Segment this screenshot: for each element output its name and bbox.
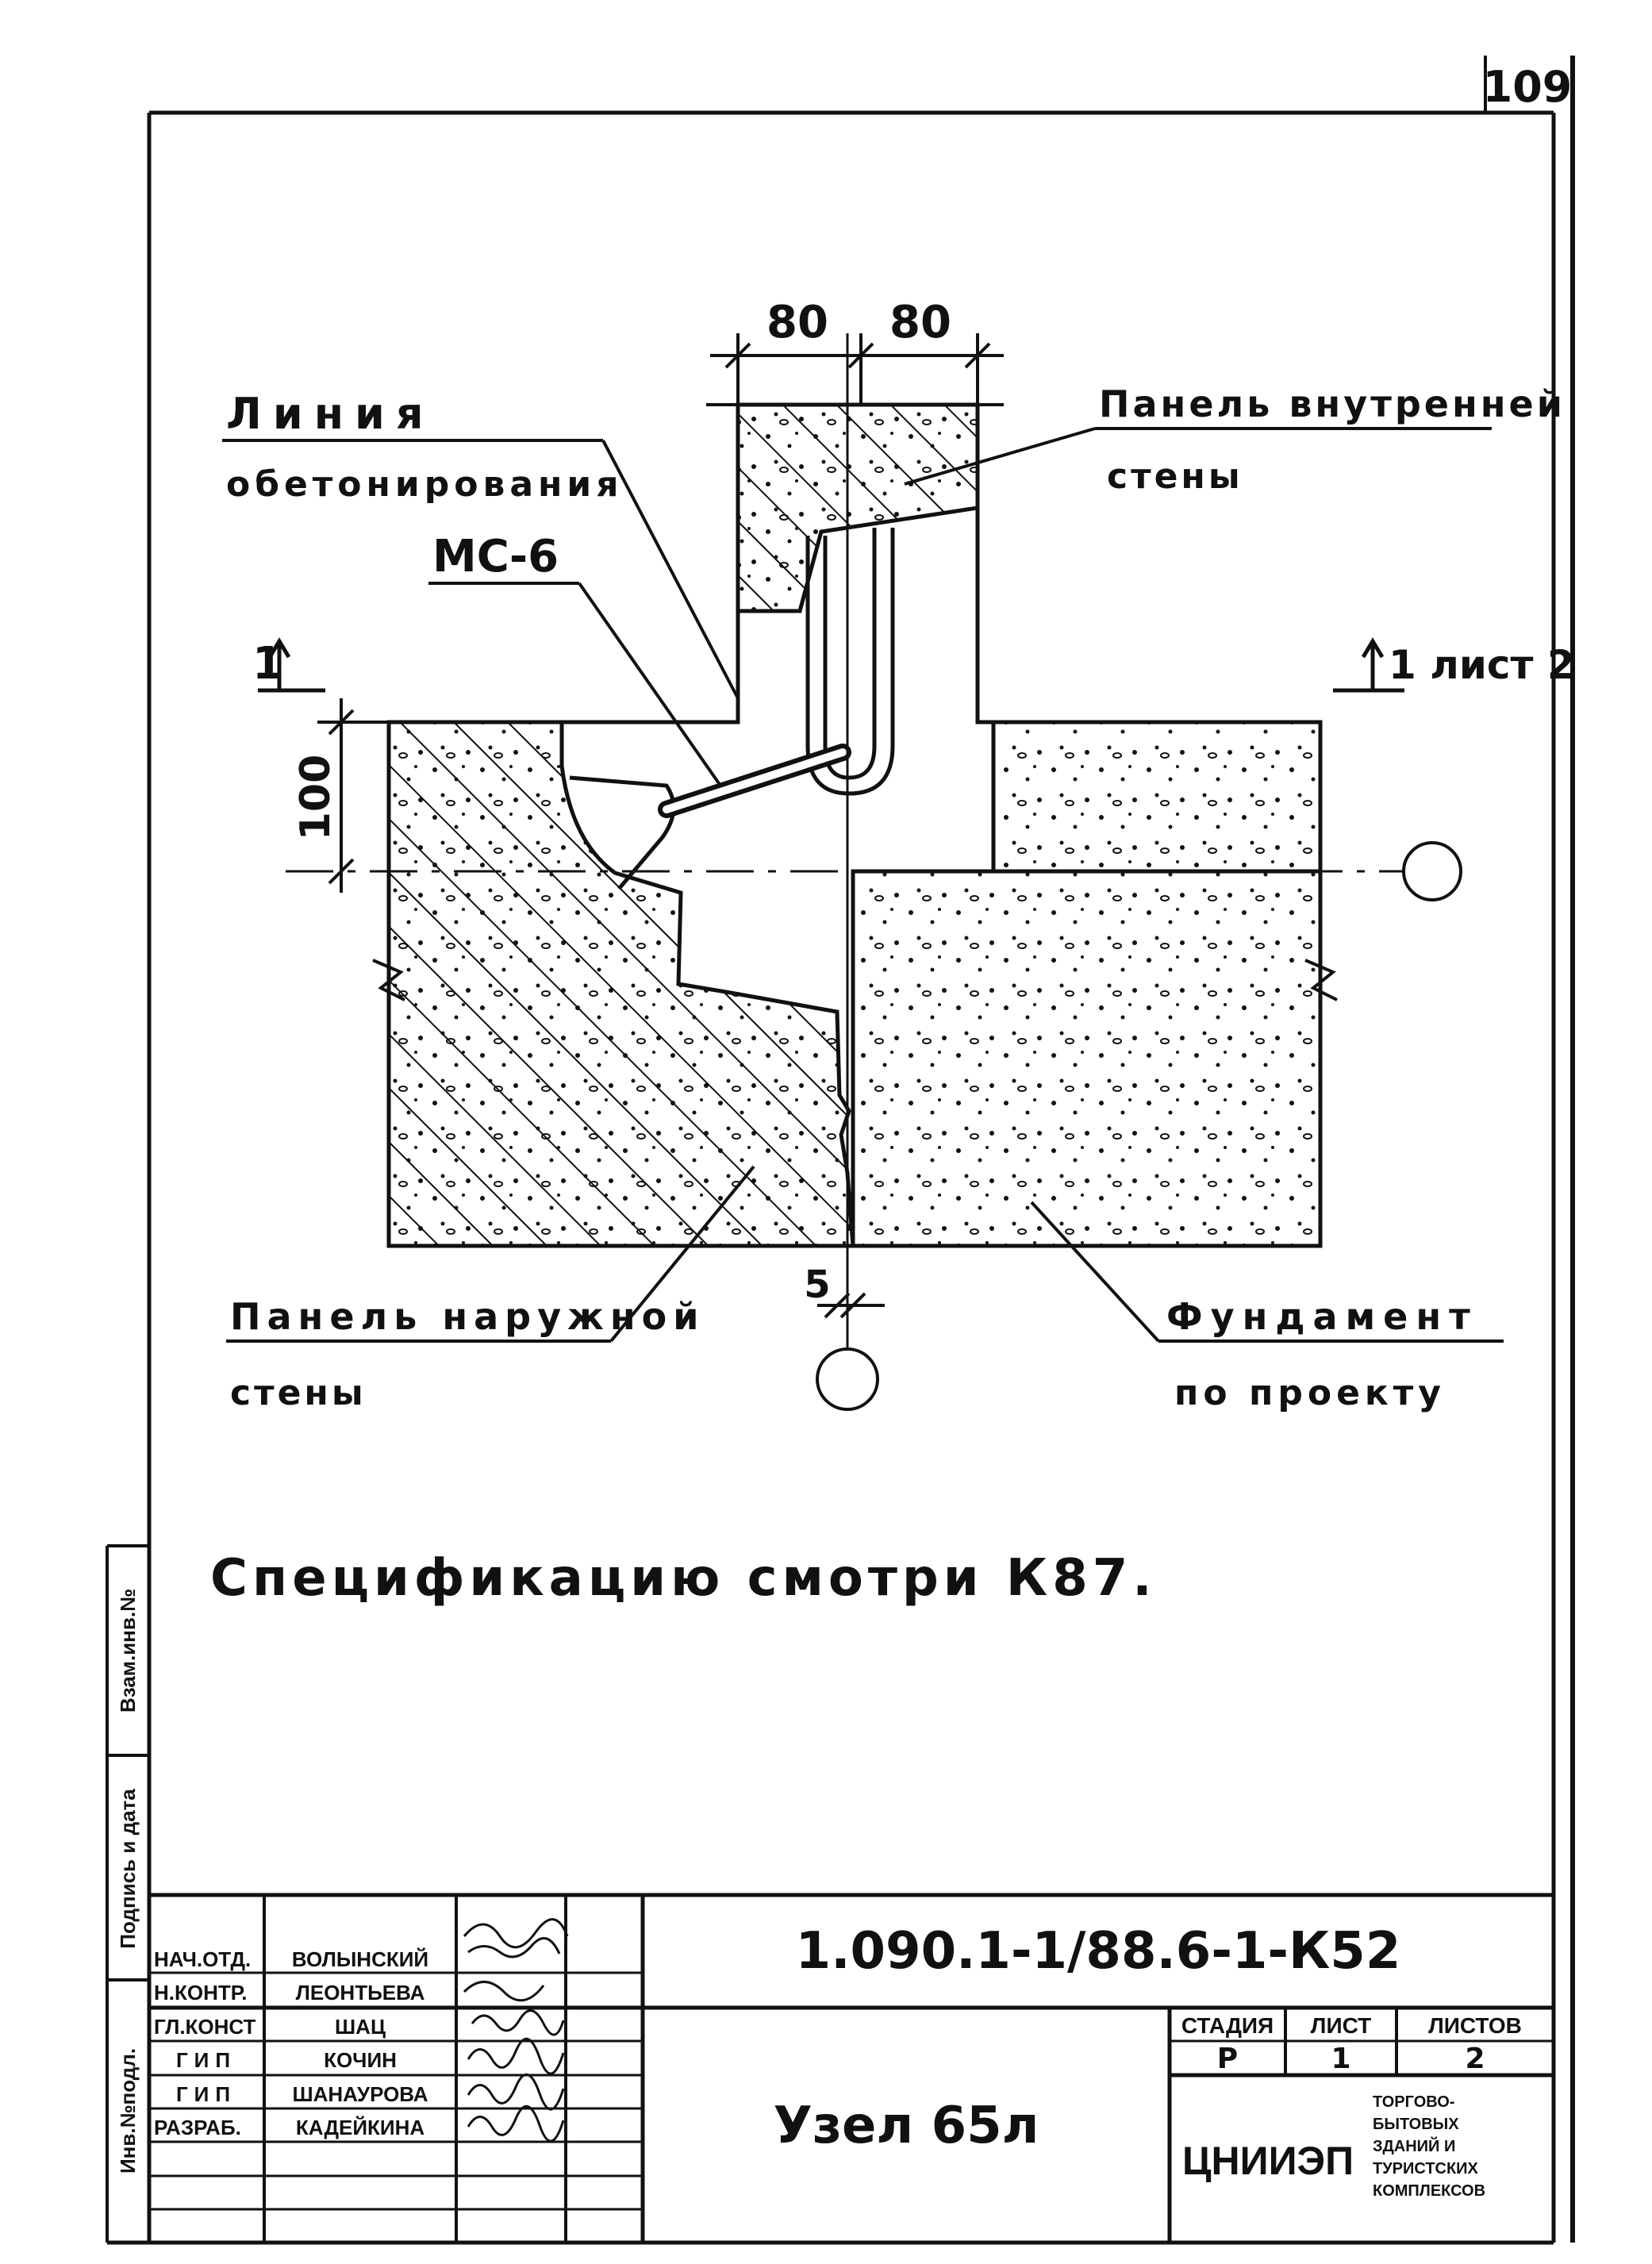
axis-lines (286, 333, 1404, 1349)
stamp-sign-date: Подпись и дата (116, 1789, 140, 1949)
label-inner-panel-1: Панель внутренней (1099, 382, 1566, 425)
section-mark-left (258, 637, 325, 693)
header-sheets: ЛИСТОВ (1428, 2013, 1522, 2038)
staff-table: НАЧ.ОТД. ВОЛЫНСКИЙ Н.КОНТР. ЛЕОНТЬЕВА ГЛ… (154, 1947, 428, 2139)
specification-note: Спецификацию смотри К87. (210, 1549, 1157, 1608)
outer-wall-panel (386, 720, 855, 1248)
dim-left-80: 80 (766, 297, 828, 348)
label-concreting-line-2: обетонирования (226, 464, 624, 505)
title-block-grid (149, 1893, 1554, 2243)
staff-name: КОЧИН (324, 2048, 397, 2072)
label-inner-panel-2: стены (1107, 456, 1243, 497)
label-foundation-1: Фундамент (1166, 1295, 1478, 1338)
org-desc-line: ЗДАНИЙ И (1373, 2136, 1455, 2155)
label-outer-panel-1: Панель наружной (230, 1295, 705, 1338)
label-bracket: МС-6 (432, 531, 559, 582)
stamp-inv-original: Инв.№подл. (116, 2048, 140, 2174)
section-label-right: 1 лист 2 (1389, 642, 1575, 688)
stamp-swap-inv: Взам.инв.№ (116, 1589, 140, 1712)
staff-role: ГЛ.КОНСТ (154, 2015, 256, 2039)
staff-name: КАДЕЙКИНА (296, 2116, 425, 2139)
org-name: ЦНИИЭП (1182, 2139, 1354, 2183)
drawing-code: 1.090.1-1/88.6-1-К52 (796, 1922, 1401, 1981)
staff-name: ШАНАУРОВА (292, 2082, 428, 2106)
staff-role: НАЧ.ОТД. (154, 1947, 251, 1971)
staff-name: ЛЕОНТЬЕВА (296, 1981, 425, 2005)
dim-right-80: 80 (889, 297, 951, 348)
section-mark-right (1333, 637, 1404, 693)
dimension-left (317, 698, 389, 893)
node-title: Узел 65л (773, 2097, 1039, 2155)
staff-role: Н.КОНТР. (154, 1981, 247, 2005)
header-stage: СТАДИЯ (1181, 2013, 1274, 2038)
org-desc-line: КОМПЛЕКСОВ (1373, 2182, 1485, 2200)
inner-wall-panel (736, 402, 980, 613)
staff-name: ШАЦ (335, 2015, 386, 2039)
axis-marker-bottom (816, 1347, 879, 1411)
dimension-top (706, 333, 1004, 406)
label-foundation-2: по проекту (1174, 1373, 1446, 1413)
org-desc-line: ТУРИСТСКИХ (1373, 2160, 1479, 2178)
dim-5: 5 (804, 1263, 830, 1307)
axis-marker-right (1402, 841, 1462, 901)
staff-role: ГИП (176, 2082, 236, 2106)
break-marks (372, 959, 1338, 1001)
signature-scribbles (463, 1918, 569, 2143)
dimension-bottom (817, 1292, 885, 1319)
value-sheet: 1 (1331, 2043, 1350, 2075)
staff-role: ГИП (176, 2048, 236, 2072)
dim-100: 100 (292, 755, 340, 841)
value-sheets: 2 (1465, 2043, 1485, 2075)
section-label-left: 1 (252, 638, 283, 690)
side-stamp (106, 1544, 149, 2243)
staff-role: РАЗРАБ. (154, 2116, 241, 2139)
sheet-number: 109 (1483, 62, 1573, 112)
org-desc-line: БЫТОВЫХ (1373, 2116, 1459, 2133)
label-concreting-line-1: Линия (226, 389, 435, 439)
value-stage: Р (1217, 2043, 1238, 2075)
sheet-frame (107, 56, 1575, 2245)
header-sheet: ЛИСТ (1311, 2013, 1371, 2038)
foundation (851, 720, 1323, 1248)
org-desc-line: ТОРГОВО- (1373, 2093, 1454, 2111)
label-outer-panel-2: стены (230, 1373, 367, 1413)
reinforcement-loops (569, 528, 895, 890)
leader-lines (222, 427, 1504, 1343)
staff-name: ВОЛЫНСКИЙ (292, 1947, 428, 1971)
